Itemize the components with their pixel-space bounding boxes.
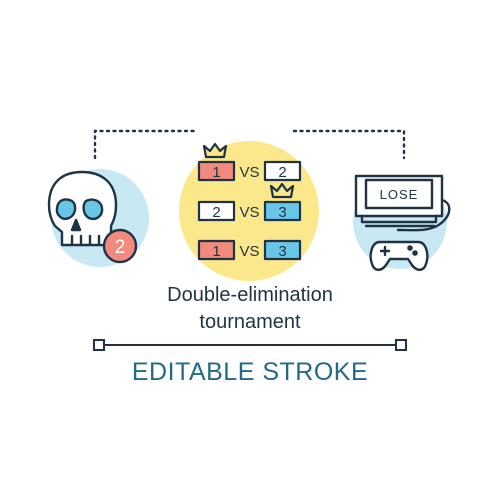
bracket-row3-right-seed: 3 (278, 243, 286, 260)
line-handle-right (395, 339, 407, 351)
bracket-row3-left-box (197, 239, 236, 261)
monitor-screen-text: LOSE (380, 187, 419, 202)
title-line-2: tournament (199, 311, 301, 333)
editable-stroke-line (93, 339, 407, 351)
bracket-row3-right-box (263, 239, 302, 261)
gamepad-icon (369, 240, 429, 271)
crown-icon (202, 142, 228, 159)
bracket-row3-left-seed: 1 (212, 243, 220, 260)
bracket-row1-right-box (263, 160, 302, 182)
editable-stroke-label: EDITABLE STROKE (131, 358, 369, 386)
line-handle-left (93, 339, 105, 351)
bracket-row2-left-box (197, 200, 236, 222)
crown-icon (269, 182, 295, 199)
bracket-row1-left-seed: 1 (212, 164, 220, 181)
skull-icon (47, 170, 118, 247)
bracket-row1-vs: VS (239, 164, 259, 181)
monitor-icon (354, 174, 451, 232)
bracket-row3-vs: VS (239, 243, 259, 260)
bracket-row2-left-seed: 2 (212, 204, 220, 221)
bracket-row1-right-seed: 2 (278, 164, 286, 181)
skull-badge: 2 (102, 228, 138, 264)
title-line-1: Double-elimination (167, 284, 333, 306)
bracket-row2-right-seed: 3 (278, 204, 286, 221)
bracket-labels: 1 VS 2 2 VS 3 1 VS 3 (212, 164, 286, 260)
dotted-connector-right (292, 129, 406, 160)
skull-badge-number: 2 (115, 237, 126, 258)
dotted-connector-left (93, 129, 200, 160)
bracket-row2-right-box (263, 200, 302, 222)
tournament-bracket-icon (197, 142, 302, 261)
bracket-row2-vs: VS (239, 204, 259, 221)
bracket-row1-left-box (197, 160, 236, 182)
